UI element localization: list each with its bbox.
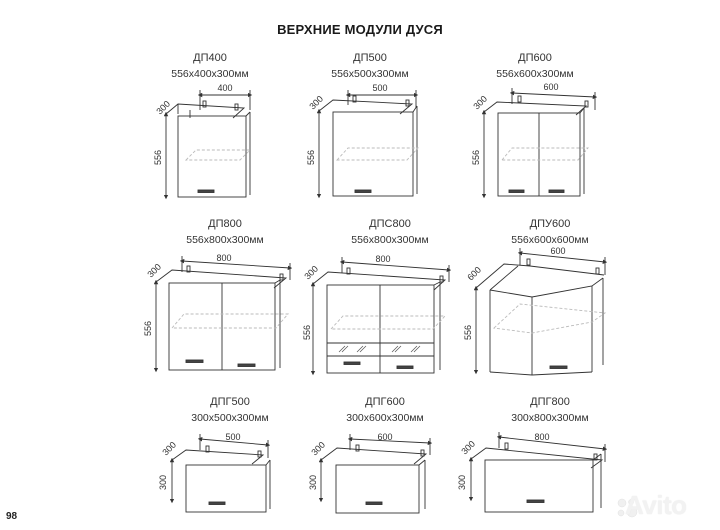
handle-icon — [508, 189, 525, 193]
module-code: ДП500 — [353, 52, 387, 64]
handle-icon — [396, 365, 414, 369]
cabinet-dpu600: 600 600 556 — [463, 246, 608, 376]
height-dimension: 556 — [306, 150, 316, 165]
width-dimension: 500 — [225, 432, 240, 442]
cabinet-dp500: 500 300 556 — [306, 83, 420, 199]
page-number: 98 — [6, 511, 18, 522]
height-dimension: 556 — [153, 150, 163, 165]
module-code: ДП600 — [518, 52, 552, 64]
height-dimension: 556 — [463, 325, 473, 340]
module-size: 556x800x300мм — [186, 234, 264, 246]
cabinet-dp400: 400 300 556 — [153, 83, 253, 200]
handle-icon — [185, 359, 204, 363]
module-label-dpg500: ДПГ500 300x500x300мм — [170, 394, 290, 426]
module-label-dpg800: ДПГ800 300x800x300мм — [490, 394, 610, 426]
module-code: ДПГ800 — [530, 396, 570, 408]
module-label-dp800: ДП800 556x800x300мм — [165, 216, 285, 248]
module-code: ДП400 — [193, 52, 227, 64]
module-label-dp600: ДП600 556x600x300мм — [470, 50, 600, 82]
depth-dimension: 300 — [160, 440, 178, 458]
width-dimension: 500 — [372, 83, 387, 93]
cabinet-dpg500: 500 300 300 — [158, 432, 271, 513]
module-label-dp500: ДП500 556x500x300мм — [310, 50, 430, 82]
cabinet-dp800: 800 300 556 — [143, 253, 293, 373]
width-dimension: 600 — [550, 246, 565, 256]
module-size: 556x600x300мм — [496, 68, 574, 80]
module-size: 556x500x300мм — [331, 68, 409, 80]
module-size: 300x800x300мм — [511, 412, 589, 424]
depth-dimension: 300 — [471, 94, 489, 112]
width-dimension: 800 — [534, 432, 549, 442]
handle-icon — [548, 189, 565, 193]
depth-dimension: 300 — [302, 264, 320, 282]
module-size: 556x400x300мм — [171, 68, 249, 80]
module-code: ДПУ600 — [529, 218, 571, 230]
width-dimension: 800 — [375, 254, 390, 264]
height-dimension: 556 — [302, 325, 312, 340]
width-dimension: 600 — [377, 432, 392, 442]
module-code: ДП800 — [208, 218, 242, 230]
avito-logo-icon — [617, 498, 638, 518]
handle-icon — [343, 361, 361, 365]
handle-icon — [365, 501, 383, 505]
depth-dimension: 300 — [154, 99, 172, 117]
page-title: ВЕРХНИЕ МОДУЛИ ДУСЯ — [277, 22, 443, 37]
height-dimension: 300 — [457, 475, 467, 490]
module-code: ДПС800 — [369, 218, 411, 230]
cabinet-dpg800: 800 300 300 — [457, 432, 608, 513]
cabinet-dps800: 800 300 556 — [302, 254, 452, 376]
width-dimension: 800 — [216, 253, 231, 263]
depth-dimension: 300 — [145, 262, 163, 280]
width-dimension: 400 — [217, 83, 232, 93]
avito-watermark: Avito — [625, 490, 687, 520]
handle-icon — [197, 189, 215, 193]
height-dimension: 556 — [471, 150, 481, 165]
handle-icon — [526, 499, 545, 503]
cabinet-dp600: 600 300 556 — [471, 82, 598, 199]
module-size: 556x600x600мм — [511, 234, 589, 246]
module-size: 300x500x300мм — [191, 412, 269, 424]
handle-icon — [208, 501, 226, 505]
module-label-dpu600: ДПУ600 556x600x600мм — [490, 216, 610, 248]
module-size: 556x800x300мм — [351, 234, 429, 246]
height-dimension: 556 — [143, 321, 153, 336]
handle-icon — [549, 365, 568, 369]
cabinet-dpg600: 600 300 300 — [308, 432, 433, 514]
handle-icon — [354, 189, 372, 193]
module-size: 300x600x300мм — [346, 412, 424, 424]
height-dimension: 300 — [308, 475, 318, 490]
handle-icon — [237, 363, 256, 367]
depth-dimension: 300 — [309, 440, 327, 458]
height-dimension: 300 — [158, 475, 168, 490]
module-label-dpg600: ДПГ600 300x600x300мм — [325, 394, 445, 426]
module-label-dps800: ДПС800 556x800x300мм — [330, 216, 450, 248]
module-code: ДПГ500 — [210, 396, 250, 408]
glass-hatch-icon — [338, 345, 421, 353]
depth-dimension: 300 — [459, 439, 477, 457]
module-label-dp400: ДП400 556x400x300мм — [150, 50, 270, 82]
module-code: ДПГ600 — [365, 396, 405, 408]
depth-dimension: 600 — [465, 265, 483, 283]
width-dimension: 600 — [543, 82, 558, 92]
